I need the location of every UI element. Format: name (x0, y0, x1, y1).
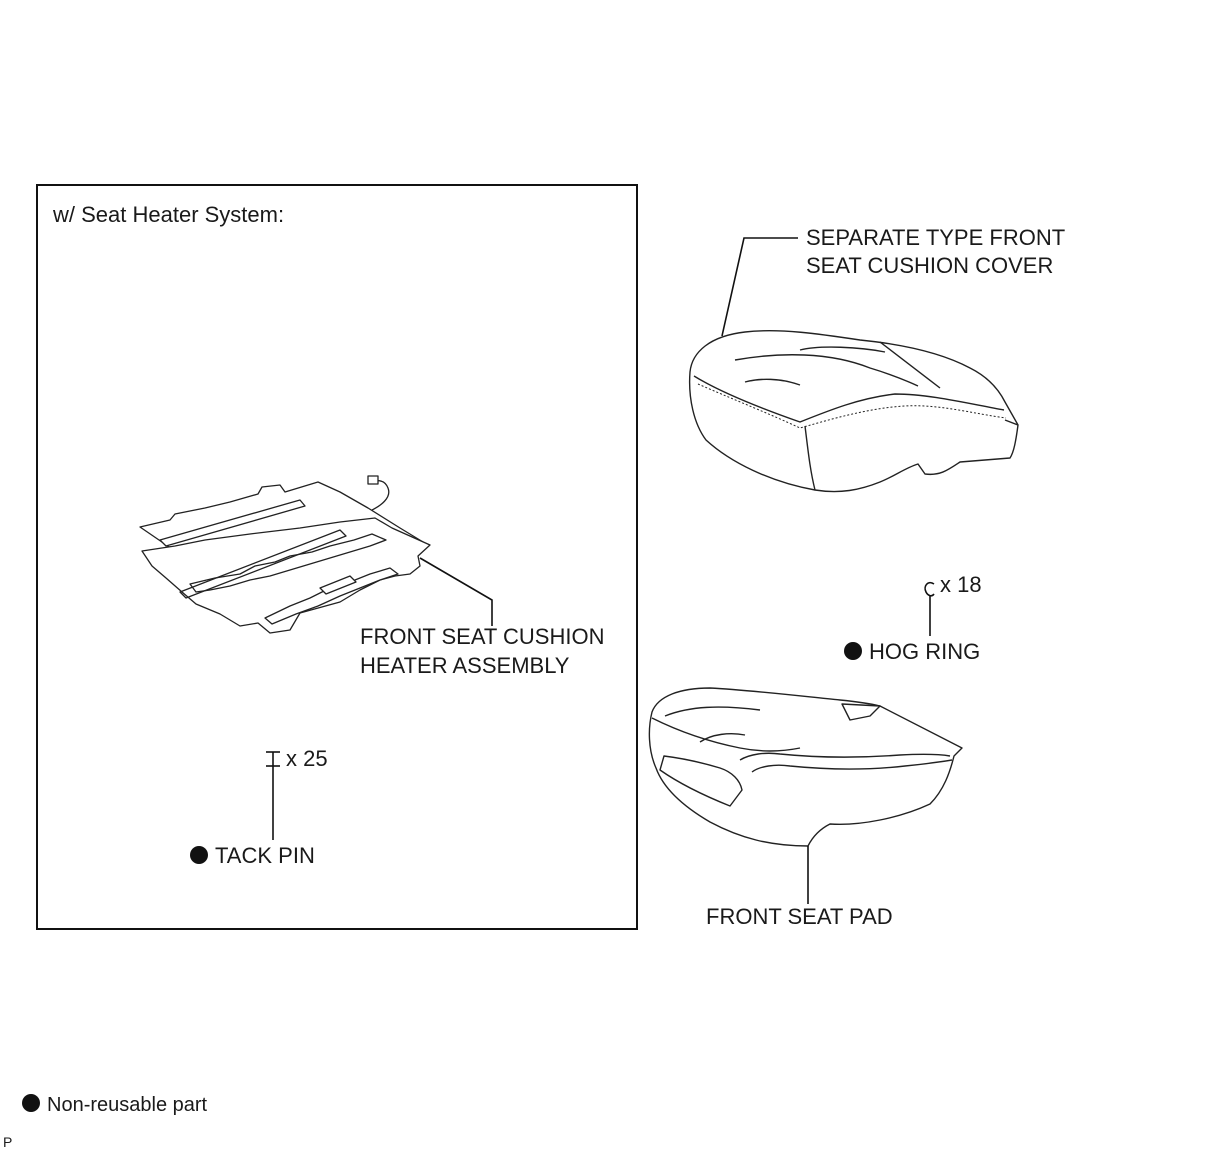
tack-pin-icon (266, 751, 280, 840)
tack-pin-label-text: TACK PIN (215, 843, 315, 868)
heater-assembly-label-line-2: HEATER ASSEMBLY (360, 653, 570, 678)
non-reusable-marker-icon (190, 846, 208, 864)
heater-assembly-label-line-1: FRONT SEAT CUSHION (360, 624, 605, 649)
seat-pad-label: FRONT SEAT PAD (706, 904, 893, 929)
heater-leader-line (419, 557, 493, 626)
legend-non-reusable: Non-reusable part (22, 1091, 207, 1119)
heater-section-frame (36, 184, 638, 930)
seat-cushion-cover-drawing (688, 330, 1019, 493)
hog-ring-icon (924, 581, 935, 636)
corner-code: P (3, 1134, 13, 1150)
tack-pin-label: TACK PIN (190, 842, 315, 870)
hog-ring-label-text: HOG RING (869, 639, 981, 664)
hog-ring-quantity: x 18 (940, 572, 982, 597)
non-reusable-marker-icon (844, 642, 862, 660)
non-reusable-legend-icon (22, 1094, 40, 1112)
cover-leader-line (721, 237, 798, 337)
hog-ring-label: HOG RING (844, 638, 980, 666)
seat-pad-drawing (648, 687, 963, 847)
tack-pin-quantity: x 25 (286, 746, 328, 771)
heater-section-title: w/ Seat Heater System: (53, 202, 285, 227)
seat-heater-assembly-drawing (139, 475, 431, 634)
cover-label-line-2: SEAT CUSHION COVER (806, 253, 1054, 278)
cover-label-line-1: SEPARATE TYPE FRONT (806, 225, 1066, 250)
legend-non-reusable-text: Non-reusable part (47, 1094, 208, 1116)
